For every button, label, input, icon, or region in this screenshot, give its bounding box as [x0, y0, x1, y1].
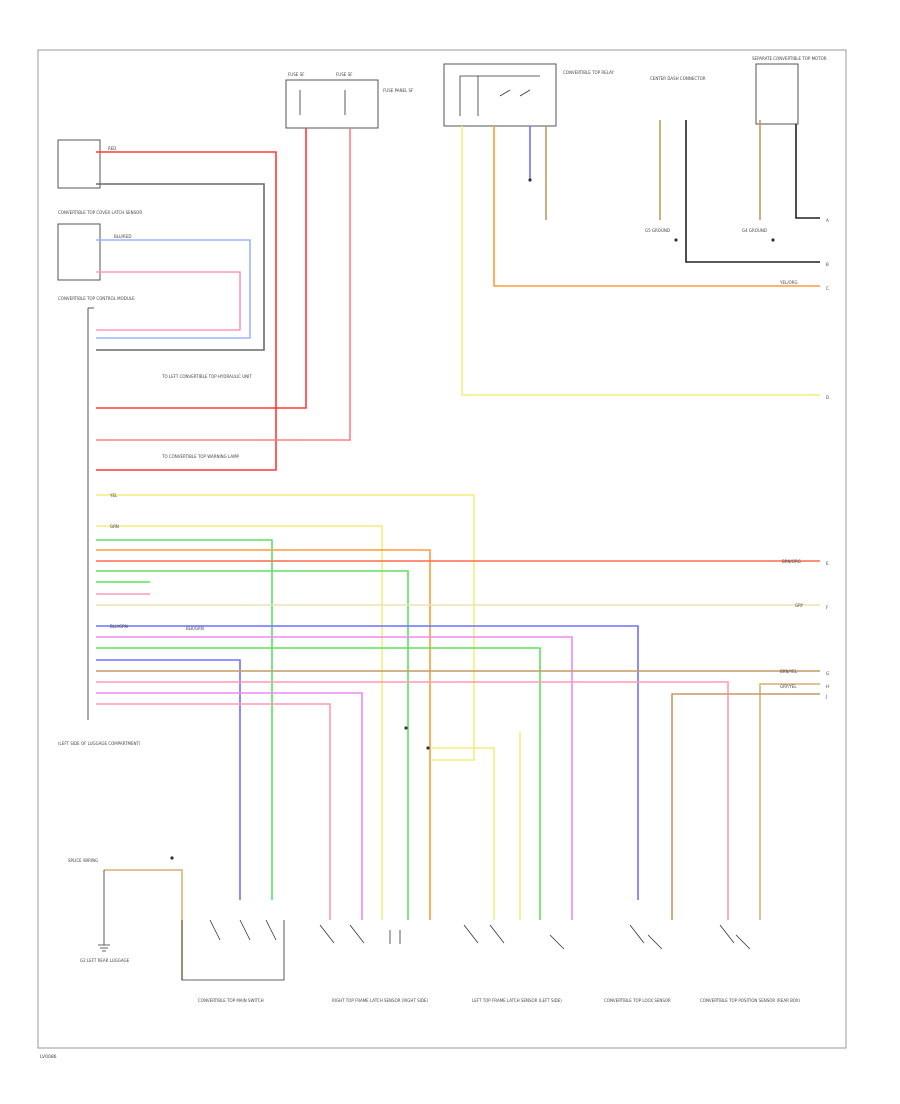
fuse-panel-label: FUSE PANEL SF [383, 88, 414, 93]
wire-label-yel-org: YEL/ORG [779, 280, 798, 285]
bottom-label-3: LEFT TOP FRAME LATCH SENSOR (LEFT SIDE) [472, 998, 562, 1003]
left-module-sub-label: (LEFT SIDE OF LUGGAGE COMPARTMENT) [58, 741, 141, 746]
fuse-elements [299, 90, 346, 115]
lock-sensor-symbol [629, 924, 663, 950]
wire-pink-c [96, 703, 331, 920]
ground-symbol [98, 870, 110, 952]
wire-label-brn-yel: BRN/YEL [780, 669, 798, 674]
bottom-left-ground-label: G2 LEFT REAR LUGGAGE [80, 958, 130, 963]
top-right-b-box [755, 63, 799, 125]
wire-label-blu-grn: BLU/GRN [110, 624, 128, 629]
ground-left-right [674, 238, 678, 242]
wire-yellow-b [96, 525, 383, 920]
wire-tan-f [759, 683, 820, 920]
left-upper-box-label: CONVERTIBLE TOP COVER LATCH SENSOR [58, 210, 142, 215]
note-c: BLK/GRN [186, 626, 204, 631]
ref-d: D [826, 395, 829, 400]
wire-blue-long [96, 625, 639, 900]
wire-magenta-a [96, 636, 573, 920]
relay-label: CONVERTIBLE TOP RELAY [563, 70, 614, 75]
splice-dot-b [426, 746, 430, 750]
wire-green-c [96, 647, 541, 920]
wire-label-gry-yel: GRY/YEL [780, 684, 797, 689]
bottom-ground-label: SPLICE WIRING [68, 858, 98, 863]
wire-orange-relay [493, 126, 820, 287]
wire-label-grn: GRN [110, 524, 119, 529]
wire-pink-b [96, 681, 729, 920]
wire-red-fuse-a [96, 128, 307, 409]
wire-yellow-d [432, 747, 495, 920]
fuse-a-label: FUSE SF [288, 72, 305, 77]
left-small-box [57, 139, 101, 189]
wire-black-right [685, 120, 820, 263]
right-latch-symbol [319, 924, 401, 944]
fuse-box [285, 79, 379, 129]
wire-green-b [96, 570, 409, 920]
left-upper-box [57, 223, 101, 281]
position-sensor-symbol [719, 924, 751, 950]
relay-ground-dot [528, 178, 532, 182]
splice-dot-a [404, 726, 408, 730]
wire-label-blu-red: BLU/RED [114, 234, 131, 239]
ref-h: H [826, 684, 829, 689]
bottom-label-1: CONVERTIBLE TOP MAIN SWITCH [198, 998, 264, 1003]
footer-code: LV0086 [40, 1054, 57, 1060]
diagram-frame [37, 49, 847, 1049]
fuse-b-label: FUSE SF [336, 72, 353, 77]
ref-g: G [826, 671, 829, 676]
note-a: TO LEFT CONVERTIBLE TOP HYDRAULIC UNIT [161, 374, 252, 379]
wire-black-far [795, 124, 820, 219]
wire-orange-a [96, 549, 431, 920]
relay-box [443, 63, 557, 127]
wire-tan-ground [104, 869, 183, 980]
ref-b: B [826, 262, 829, 267]
wire-gray-loop [96, 183, 265, 351]
bottom-switches [181, 919, 751, 981]
main-switch-symbol [181, 919, 285, 981]
ground-right-right [771, 238, 775, 242]
relay-contacts [459, 75, 540, 116]
ref-f: F [826, 605, 829, 610]
wire-blue-a [96, 659, 241, 900]
wire-green-a [96, 539, 273, 900]
wire-brown-g [671, 693, 820, 920]
wire-yellow-relay [461, 126, 820, 396]
ref-c: C [826, 286, 829, 291]
left-latch-symbol [463, 924, 565, 950]
top-right-b-label: SEPARATE CONVERTIBLE TOP MOTOR [752, 56, 827, 61]
wire-lightblue-loop [96, 239, 251, 339]
note-b: TO CONVERTIBLE TOP WARNING LAMP [161, 454, 240, 459]
ground-a-label: G5 GROUND [645, 228, 670, 233]
wire-label-brn-org: BRN/ORG [782, 559, 801, 564]
wire-label-gry: GRY [795, 603, 804, 608]
wire-red-fuse-b [96, 128, 351, 441]
bottom-label-4: CONVERTIBLE TOP LOCK SENSOR [604, 998, 671, 1003]
wire-magenta-b [96, 692, 363, 920]
wire-pink-loop [96, 271, 241, 331]
ground-b-label: G4 GROUND [742, 228, 767, 233]
ref-a: A [826, 218, 829, 223]
wire-yellow-a [96, 494, 475, 761]
ref-j: J [825, 694, 827, 699]
bottom-label-2: RIGHT TOP FRAME LATCH SENSOR (RIGHT SIDE… [332, 998, 428, 1003]
wire-label-yel: YEL [109, 493, 118, 498]
splice-dot-c [170, 856, 174, 860]
wire-label-red: RED [108, 146, 116, 151]
left-module-bar [87, 307, 94, 720]
left-module-label: CONVERTIBLE TOP CONTROL MODULE [58, 296, 135, 301]
bottom-label-5: CONVERTIBLE TOP POSITION SENSOR (REAR BO… [700, 998, 800, 1003]
top-right-a-label: CENTER DASH CONNECTOR [650, 76, 706, 81]
wire-group: RED BLU/RED YEL/ORG [96, 120, 820, 920]
connector-refs: A B C D E F G H J [825, 218, 829, 699]
wire-red-outer [96, 151, 277, 471]
ref-e: E [826, 561, 829, 566]
